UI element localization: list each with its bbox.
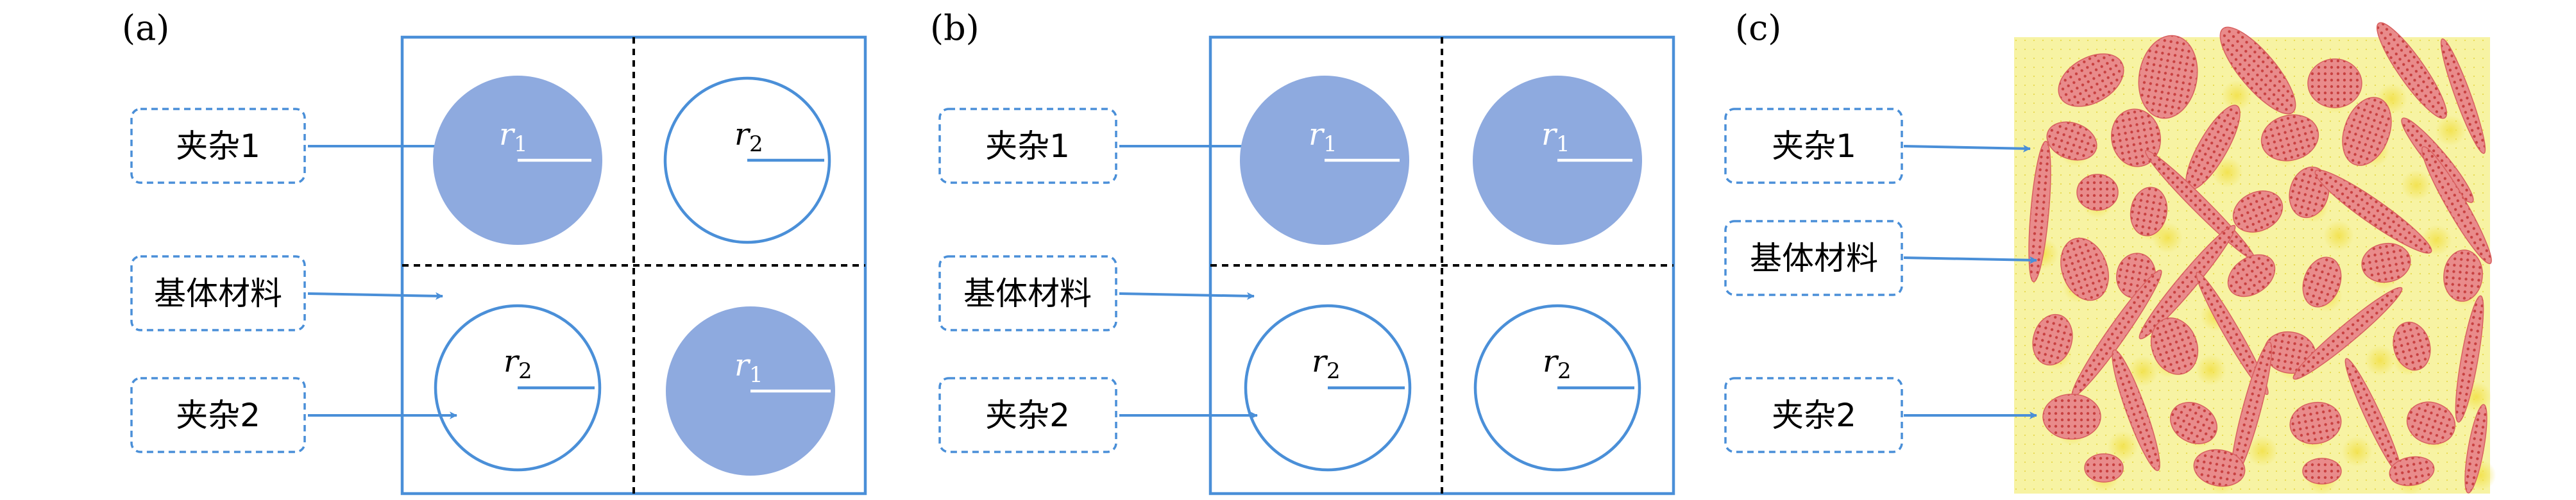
callout-matrix-c: 基体材料: [1724, 220, 1903, 296]
stress-hotspot: [2341, 436, 2373, 467]
fem-mesh-image: [2014, 22, 2496, 495]
inclusion-particle: [2443, 249, 2483, 302]
inclusion-particle: [2406, 401, 2456, 445]
callout-matrix-a: 基体材料: [130, 255, 306, 331]
inclusion-particle: [2464, 404, 2487, 494]
cell-circle: r2: [1473, 304, 1641, 472]
cell-circle: r1: [1473, 76, 1642, 245]
inclusion-particle: [2028, 140, 2051, 283]
stress-hotspot: [2196, 354, 2226, 386]
panel-a-label: (a): [122, 8, 169, 48]
callout-label: 夹杂1: [1772, 128, 1856, 165]
stress-hotspot: [2221, 80, 2253, 112]
stress-hotspot: [2435, 115, 2466, 146]
inclusion-particle: [2130, 187, 2168, 237]
stress-hotspot: [2128, 355, 2159, 387]
cell-circle: r2: [1244, 304, 1412, 472]
svg-text:r1: r1: [734, 347, 763, 388]
inclusion-particle: [2219, 26, 2296, 115]
callout-label: 夹杂2: [1772, 397, 1856, 434]
svg-text:r1: r1: [1541, 117, 1570, 157]
inclusion-particle: [2138, 35, 2198, 119]
svg-text:r1: r1: [1309, 117, 1337, 157]
arrow: [307, 292, 443, 300]
inclusion-particle: [2112, 349, 2160, 471]
inclusion-particle: [2260, 114, 2319, 162]
inclusion-particle: [2058, 53, 2124, 107]
panel-a: (a) 夹杂1 基体材料 夹杂2 r1 r2: [122, 8, 867, 496]
callout-label: 基体材料: [1750, 240, 1878, 277]
inclusion-particle: [2440, 38, 2486, 154]
stress-hotspot: [2323, 220, 2354, 251]
inclusion-particle: [2060, 237, 2109, 301]
inclusion-particle: [2389, 456, 2435, 487]
cell-circle: r1: [666, 306, 835, 476]
svg-text:r2: r2: [1312, 344, 1341, 384]
inclusion-particle: [2042, 394, 2101, 440]
stress-hotspot: [2364, 345, 2396, 376]
inclusion-particle: [2139, 224, 2236, 340]
panel-b: (b) 夹杂1 基体材料 夹杂2 r1 r1: [930, 8, 1675, 496]
inclusion-particle: [2232, 190, 2284, 233]
stress-hotspot: [2107, 431, 2139, 462]
inclusion-particle: [2342, 97, 2392, 166]
inclusion-particle: [2289, 401, 2342, 445]
callout-inclusion-2-a: 夹杂2: [130, 377, 306, 453]
svg-text:r2: r2: [734, 117, 763, 157]
svg-text:r1: r1: [499, 117, 528, 157]
cell-circle: r2: [663, 76, 831, 244]
arrow: [1903, 256, 2037, 264]
inclusion-particle: [2302, 458, 2342, 485]
inclusion-particle: [2150, 317, 2199, 375]
svg-text:r2: r2: [1543, 344, 1572, 384]
inclusion-particle: [2455, 295, 2484, 423]
inclusion-particle: [2302, 256, 2342, 308]
callout-label: 夹杂1: [176, 128, 260, 165]
inclusion-particle: [2196, 271, 2269, 396]
panel-c-label: (c): [1735, 8, 1781, 48]
inclusion-particle: [2170, 402, 2217, 444]
callout-label: 夹杂2: [176, 397, 260, 434]
inclusion-particle: [2377, 22, 2447, 119]
callout-inclusion-1-c: 夹杂1: [1724, 108, 1903, 184]
callout-label: 基体材料: [963, 275, 1092, 312]
callout-label: 夹杂2: [985, 397, 1070, 434]
panel-c: (c) 夹杂1 基体材料 夹杂2: [1724, 8, 2496, 495]
inclusion-particle: [2076, 174, 2119, 211]
callout-inclusion-1-a: 夹杂1: [130, 108, 306, 184]
inclusion-particle: [2032, 313, 2073, 366]
inclusion-particle: [2361, 242, 2411, 283]
arrow: [1903, 144, 2031, 153]
inclusion-particle: [2227, 254, 2276, 297]
stress-hotspot: [2212, 156, 2243, 188]
inclusion-particle: [2193, 449, 2246, 487]
inclusion-particle: [2292, 287, 2403, 380]
callout-inclusion-1-b: 夹杂1: [938, 108, 1117, 184]
inclusion-particle: [2084, 453, 2124, 483]
panel-b-label: (b): [930, 8, 979, 48]
inclusion-particle: [2393, 321, 2431, 371]
callout-label: 基体材料: [154, 275, 282, 312]
stress-hotspot: [2247, 435, 2278, 467]
arrow: [1119, 292, 1255, 300]
cell-circle: r2: [434, 304, 602, 472]
svg-text:r2: r2: [504, 344, 532, 384]
inclusion-particle: [2314, 169, 2432, 254]
callout-inclusion-2-c: 夹杂2: [1724, 377, 1903, 453]
callout-matrix-b: 基体材料: [938, 255, 1117, 331]
inclusion-particle: [2421, 146, 2492, 264]
cell-circle: r1: [433, 76, 602, 245]
inclusion-particle: [2307, 58, 2362, 108]
stress-hotspot: [2401, 170, 2432, 201]
cell-circle: r1: [1240, 76, 1409, 245]
callout-inclusion-2-b: 夹杂2: [938, 377, 1117, 453]
callout-label: 夹杂1: [985, 128, 1070, 165]
inclusion-particle: [2046, 121, 2097, 161]
stress-hotspot: [2152, 222, 2183, 253]
